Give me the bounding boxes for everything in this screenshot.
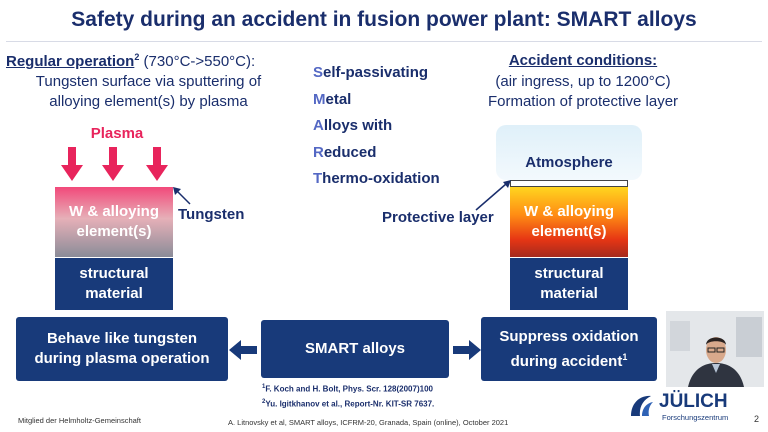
ref-marker-2: 2 — [134, 52, 140, 62]
tungsten-label: Tungsten — [178, 206, 245, 223]
plasma-label: Plasma — [90, 125, 144, 142]
suppress-oxidation-box: Suppress oxidation during accident1 — [481, 317, 657, 381]
acronym-item-r: Reduced — [313, 143, 377, 161]
accident-conditions-desc: (air ingress, up to 1200°C) Formation of… — [453, 72, 713, 112]
behave-line2: during plasma operation — [34, 350, 210, 367]
accident-desc-line2: Formation of protective layer — [487, 93, 679, 110]
acronym-item-s: Self-passivating — [313, 64, 429, 81]
title-divider — [6, 41, 762, 42]
w-alloy-layer-right: W & alloying element(s) — [510, 187, 628, 257]
behave-like-tungsten-box: Behave like tungsten during plasma opera… — [16, 317, 228, 381]
structural-line2-left: material — [85, 285, 143, 302]
regular-operation-header: Regular operation2 (730°C->550°C): — [6, 52, 255, 70]
regular-desc-line1: Tungsten surface via sputtering of — [35, 73, 262, 90]
plasma-arrows — [61, 147, 168, 181]
protective-pointer — [475, 180, 511, 211]
atmosphere-label: Atmosphere — [525, 154, 613, 171]
acronym-item-m: Metal — [313, 90, 352, 108]
w-alloy-line2-right: element(s) — [531, 223, 607, 240]
regular-operation-temp: (730°C->550°C): — [139, 53, 256, 70]
suppress-line2: during accident1 — [510, 351, 628, 370]
acronym-item-a: Alloys with — [313, 117, 393, 134]
reference-2: 2Yu. Igitkhanov et al., Report-Nr. KIT-S… — [262, 398, 435, 409]
structural-line2-right: material — [540, 285, 598, 302]
w-alloy-line2-left: element(s) — [76, 223, 152, 240]
smart-acronym-list: Self-passivating Metal Alloys with Reduc… — [313, 60, 440, 193]
suppress-line1: Suppress oxidation — [499, 327, 639, 345]
right-arrow-icon — [453, 340, 481, 360]
tungsten-pointer — [173, 187, 191, 205]
slide-title: Safety during an accident in fusion powe… — [71, 8, 697, 31]
protective-layer — [510, 180, 628, 187]
atmosphere-region — [496, 125, 642, 180]
regular-operation-desc: Tungsten surface via sputtering of alloy… — [16, 72, 281, 112]
structural-line1-right: structural — [534, 265, 604, 282]
page-number: 2 — [754, 414, 760, 424]
juelich-subtitle: Forschungszentrum — [662, 413, 729, 422]
left-arrow-icon — [229, 340, 257, 360]
helmholtz-footer: Mitglied der Helmholtz-Gemeinschaft — [18, 416, 141, 425]
accident-desc-line1: (air ingress, up to 1200°C) — [495, 73, 671, 90]
w-alloy-line1-left: W & alloying — [69, 203, 159, 220]
accident-conditions-header: Accident conditions: — [508, 52, 658, 69]
ref-marker-1: 1 — [622, 351, 628, 362]
presenter-figure — [666, 311, 764, 387]
structural-line1-left: structural — [79, 265, 149, 282]
citation-footer: A. Litnovsky et al, SMART alloys, ICFRM-… — [228, 418, 509, 427]
w-alloy-line1-right: W & alloying — [524, 203, 614, 220]
smart-alloys-label: SMART alloys — [304, 340, 406, 357]
w-alloy-layer-left: W & alloying element(s) — [55, 187, 173, 257]
plasma-arrow-icon — [61, 147, 168, 181]
references: 1F. Koch and H. Bolt, Phys. Scr. 128(200… — [262, 381, 434, 410]
structural-material-left: structural material — [55, 258, 173, 310]
protective-layer-label: Protective layer — [382, 209, 494, 226]
regular-operation-title: Regular operation — [6, 53, 135, 70]
presenter-video — [666, 311, 764, 387]
regular-desc-line2: alloying element(s) by plasma — [49, 93, 248, 110]
behave-line1: Behave like tungsten — [46, 330, 198, 347]
juelich-wordmark: JÜLICH — [659, 391, 728, 412]
reference-1: 1F. Koch and H. Bolt, Phys. Scr. 128(200… — [262, 384, 433, 394]
juelich-logo-icon — [631, 395, 653, 416]
structural-material-right: structural material — [510, 258, 628, 310]
smart-alloys-box: SMART alloys — [261, 320, 449, 378]
acronym-item-t: Thermo-oxidation — [313, 170, 440, 187]
